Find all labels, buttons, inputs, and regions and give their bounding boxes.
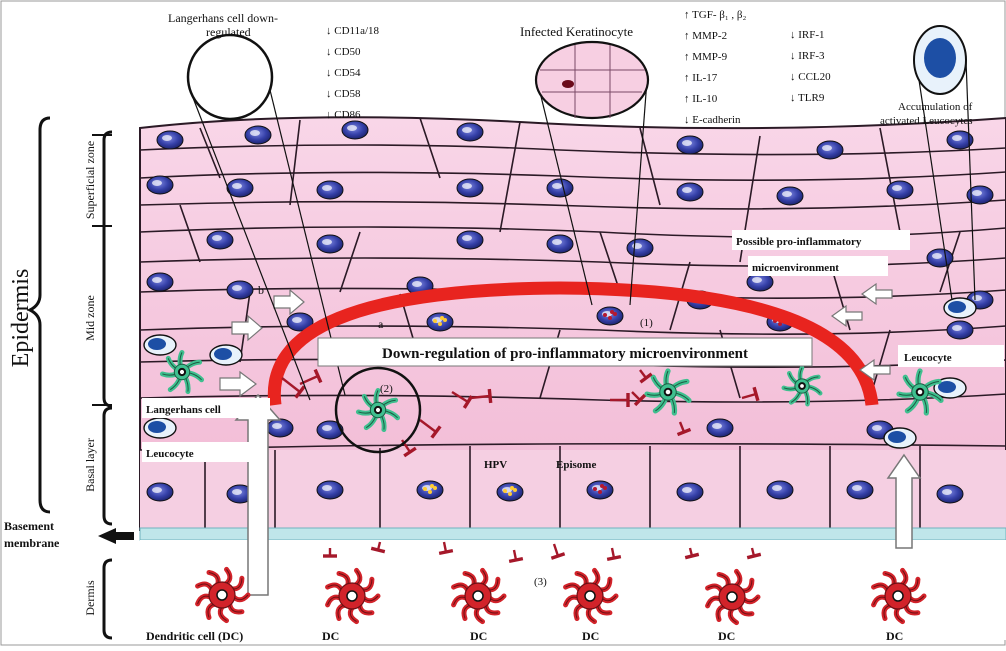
basement-membrane-band: [140, 528, 1006, 540]
episome-dot: [433, 319, 437, 323]
episome-dot: [608, 316, 612, 320]
epidermis-label: Epidermis: [8, 269, 34, 368]
mid-zone-label: Mid zone: [83, 295, 97, 341]
episome-dot: [600, 484, 604, 488]
leucocyte-left-label: Leucocyte: [146, 448, 194, 460]
basement-label-1: Basement: [4, 519, 54, 533]
hpv-label: HPV: [484, 459, 507, 471]
k-marker-a-0: ↑ TGF- β₁ , β₂: [684, 9, 747, 21]
k-marker-b-3: ↓ TLR9: [790, 92, 825, 104]
episome-dot: [603, 313, 607, 317]
episome-dot: [438, 322, 442, 326]
k-marker-b-1: ↓ IRF-3: [790, 50, 825, 62]
episome-dot: [510, 486, 514, 490]
episome-dot: [610, 310, 614, 314]
num-2: (2): [380, 383, 393, 395]
leucocyte-right-label: Leucocyte: [904, 352, 952, 364]
possible-label-2: microenvironment: [752, 262, 839, 274]
k-marker-a-1: ↑ MMP-2: [684, 30, 727, 42]
marker-a: a: [378, 317, 384, 331]
k-marker-b-0: ↓ IRF-1: [790, 29, 825, 41]
basal-cells: [140, 444, 1006, 530]
episome-dot: [598, 490, 602, 494]
langerhans-cell-label: Langerhans cell: [146, 404, 221, 416]
num-1: (1): [640, 317, 653, 329]
episome-dot: [593, 487, 597, 491]
dendritic-cell-label: Dendritic cell (DC): [146, 629, 243, 643]
lc-marker-2: ↓ CD54: [326, 67, 361, 79]
lc-title-2: regulated: [206, 25, 251, 39]
marker-b: b: [258, 283, 264, 297]
dc-label-1: DC: [322, 629, 339, 643]
k-marker-a-2: ↑ MMP-9: [684, 51, 728, 63]
dc-label-3: DC: [582, 629, 599, 643]
infected-keratinocyte-label: Infected Keratinocyte: [520, 24, 633, 39]
episome-dot: [778, 322, 782, 326]
basal-layer-label: Basal layer: [83, 438, 97, 492]
accumulation-label-1: Accumulation of: [898, 101, 973, 113]
lc-zoom-circle: [188, 35, 272, 119]
episome-dot: [440, 316, 444, 320]
k-marker-a-5: ↓ E-cadherin: [684, 114, 741, 126]
lc-title-1: Langerhans cell down-: [168, 11, 278, 25]
inhibitor-bar-3: [489, 389, 490, 403]
downregulation-label: Down-regulation of pro-inflammatory micr…: [382, 346, 748, 362]
episome-dot: [503, 489, 507, 493]
dc-label-5: DC: [886, 629, 903, 643]
k-marker-a-3: ↑ IL-17: [684, 72, 718, 84]
lc-marker-1: ↓ CD50: [326, 46, 361, 58]
episome-dot: [430, 484, 434, 488]
k-marker-b-2: ↓ CCL20: [790, 71, 831, 83]
episome-dot: [428, 490, 432, 494]
episome-dot: [423, 487, 427, 491]
k-marker-a-4: ↑ IL-10: [684, 93, 718, 105]
lc-marker-0: ↓ CD11a/18: [326, 25, 380, 37]
dermis-label: Dermis: [83, 580, 97, 616]
possible-label-1: Possible pro-inflammatory: [736, 236, 862, 248]
dc-label-4: DC: [718, 629, 735, 643]
num-3: (3): [534, 576, 547, 588]
episome-dot: [508, 492, 512, 496]
accumulation-label-2: activated Leucocytes: [880, 115, 973, 127]
episome-label: Episome: [556, 459, 596, 471]
lc-marker-3: ↓ CD58: [326, 88, 361, 100]
superficial-zone-label: Superficial zone: [83, 141, 97, 219]
lc-marker-4: ↓ CD86: [326, 109, 361, 121]
basement-label-2: membrane: [4, 536, 60, 550]
dc-label-2: DC: [470, 629, 487, 643]
